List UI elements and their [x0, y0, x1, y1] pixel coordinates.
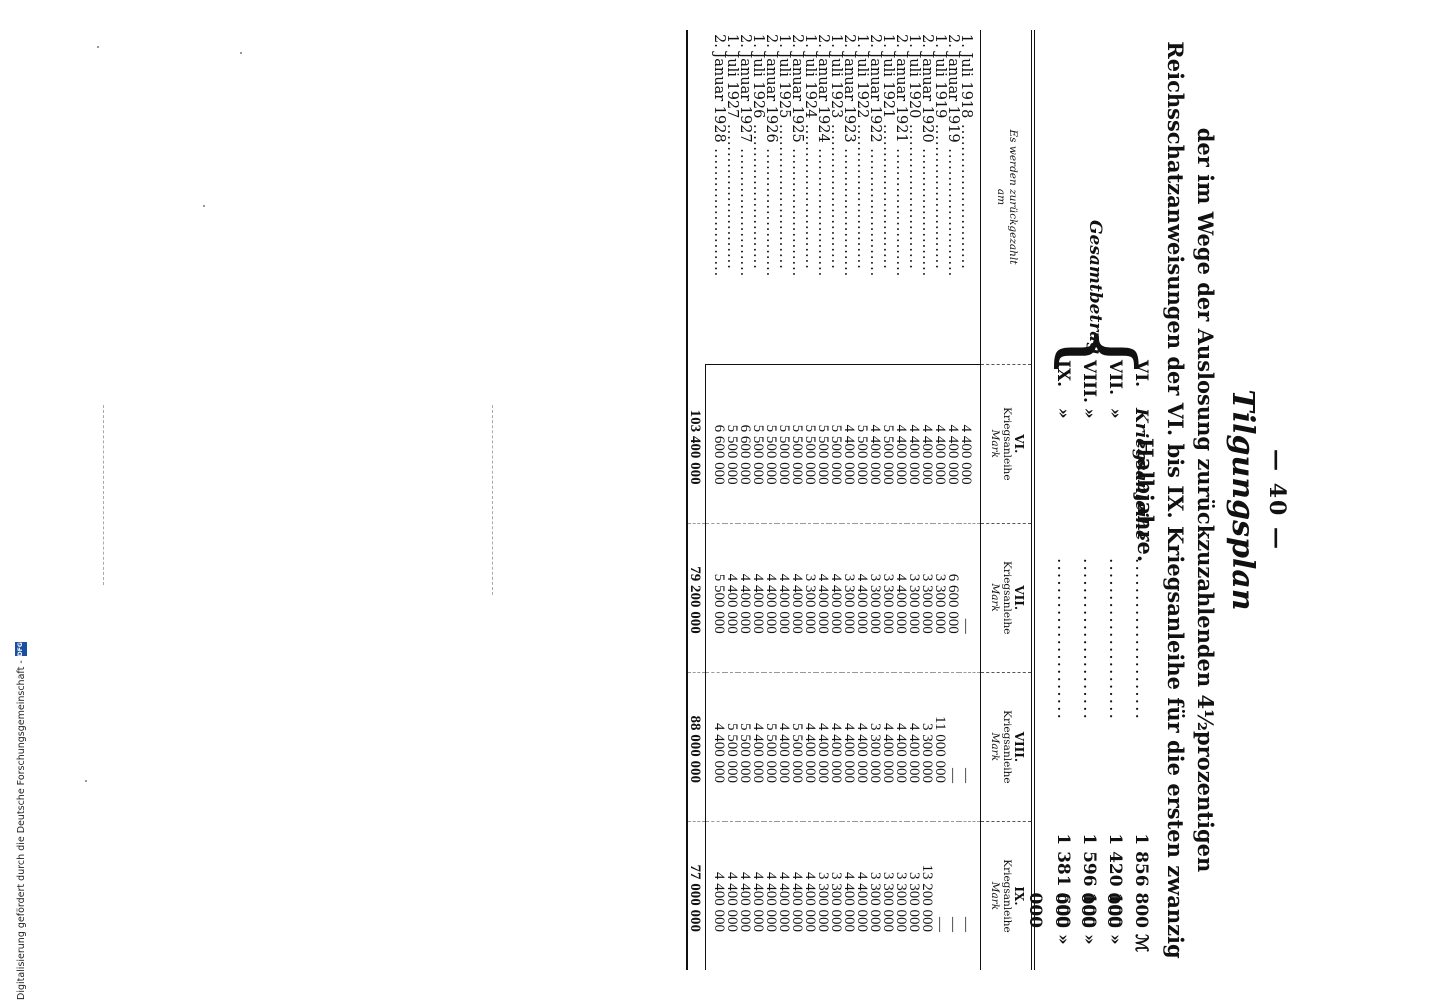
- date-column-header: Es werden zurückgezahlt am: [981, 30, 1034, 365]
- column-label: Kriegsanleihe: [1001, 560, 1013, 635]
- repayment-schedule-table: Es werden zurückgezahlt am VI. Kriegsanl…: [686, 30, 1035, 970]
- column-header-vii: VII. Kriegsanleihe Mark: [980, 523, 1033, 673]
- scan-speck: [240, 52, 242, 54]
- column-unit: Mark: [989, 429, 1001, 459]
- scan-speck: [97, 46, 99, 48]
- table-row: 1. Juli 1918 .......................... 4…: [958, 30, 981, 970]
- row-date: 2. Januar 1928 .......................: [710, 34, 727, 278]
- total-viii: 88 000 000: [687, 672, 706, 822]
- date-header-line: Es werden zurückgezahlt: [1007, 129, 1019, 265]
- dfg-logo-icon: DFG: [15, 642, 27, 657]
- rotated-document-page: — 40 — Tilgungsplan der im Wege der Ausl…: [590, 0, 1290, 1000]
- table-header: Es werden zurückgezahlt am VI. Kriegsanl…: [980, 30, 1034, 970]
- cell-vii: 5 500 000: [705, 523, 727, 673]
- scan-speck: [203, 205, 205, 207]
- dot-leader: .......................: [710, 142, 727, 278]
- totals-row: 103 400 000 79 200 000 88 000 000 77 000…: [687, 30, 706, 970]
- column-unit: Mark: [989, 732, 1001, 762]
- cell-ix: 4 400 000: [705, 821, 727, 970]
- table-row: 2. Januar 1928 ....................... 6 …: [705, 30, 727, 970]
- table-footer: 103 400 000 79 200 000 88 000 000 77 000…: [687, 30, 706, 970]
- column-label: Kriegsanleihe: [1001, 859, 1013, 933]
- total-vii: 79 200 000: [687, 523, 706, 673]
- cell-ix: —: [958, 821, 981, 970]
- date-header-line: am: [995, 188, 1007, 206]
- cell-ix: —: [945, 821, 961, 970]
- column-roman: VII.: [1012, 585, 1026, 611]
- footnote-text: Digitalisierung gefördert durch die Deut…: [15, 660, 27, 1000]
- column-unit: Mark: [989, 583, 1001, 612]
- scan-line: [492, 405, 493, 595]
- cell-vi: 4 400 000: [958, 364, 981, 524]
- column-label: Kriegsanleihe: [1001, 710, 1013, 784]
- column-header-ix: IX. Kriegsanleihe Mark: [980, 821, 1033, 970]
- cell-viii: 4 400 000: [705, 672, 727, 822]
- column-roman: IX.: [1012, 886, 1026, 906]
- page-number: — 40 —: [1264, 449, 1290, 551]
- column-header-vi: VI. Kriegsanleihe Mark: [980, 364, 1033, 524]
- digitization-footnote: Digitalisierung gefördert durch die Deut…: [14, 600, 28, 1000]
- cell-vii: —: [958, 523, 981, 673]
- table-row: 1. Juli 1927 ..........................5…: [724, 30, 740, 970]
- totals-blank-cell: [687, 30, 706, 365]
- column-unit: Mark: [989, 881, 1001, 911]
- column-roman: VI.: [1012, 434, 1026, 454]
- total-vi: 103 400 000: [687, 364, 706, 524]
- table-body: 1. Juli 1918 .......................... 4…: [705, 30, 981, 970]
- column-header-viii: VIII. Kriegsanleihe Mark: [980, 672, 1033, 822]
- scan-line: [103, 405, 104, 585]
- row-date: 1. Juli 1918 ..........................: [958, 34, 974, 270]
- column-roman: VIII.: [1012, 731, 1026, 763]
- scan-speck: [85, 780, 87, 782]
- row-date: 1. Juli 1927 ..........................: [724, 34, 740, 270]
- total-ix: 77 000 000: [687, 821, 706, 970]
- cell-vi: 6 600 000: [705, 364, 727, 524]
- cell-viii: —: [958, 672, 981, 822]
- column-label: Kriegsanleihe: [1001, 407, 1013, 481]
- page-title: Tilgungsplan: [1225, 389, 1260, 611]
